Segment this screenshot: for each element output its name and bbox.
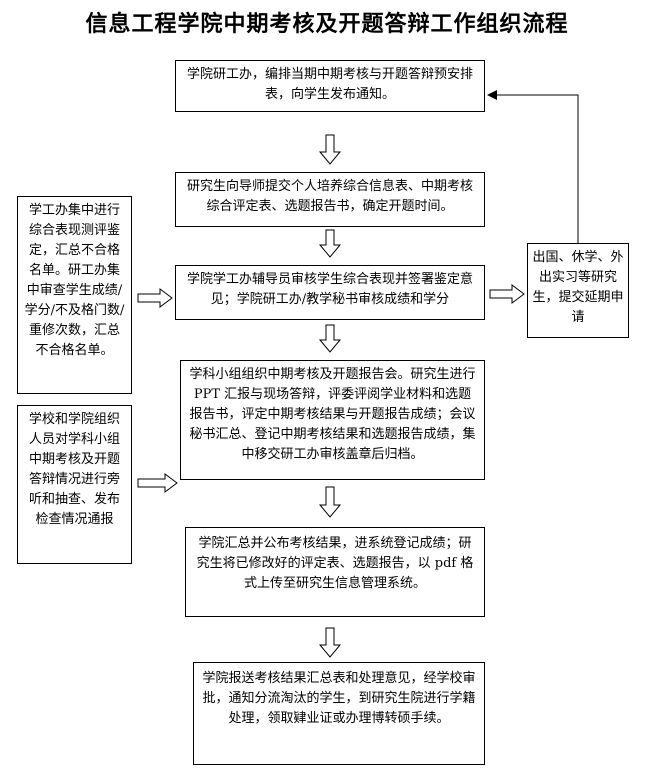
page-title: 信息工程学院中期考核及开题答辩工作组织流程 xyxy=(85,12,569,37)
step-text-1: 学院研工办，编排当期中期考核与开题答辩预安排表，向学生发布通知。 xyxy=(186,67,473,102)
side-text-left-1: 学工办集中进行综合表现测评鉴定，汇总不合格名单。研工办集中审查学生成绩/学分/不… xyxy=(24,203,125,358)
down-arrow-2 xyxy=(318,229,342,258)
step-text-2: 研究生向导师提交个人培养综合信息表、中期考核综合评定表、选题报告书，确定开题时间… xyxy=(186,179,473,214)
step-box-6: 学院报送考核结果汇总表和处理意见，经学校审批，通知分流淘汰的学生，到研究生院进行… xyxy=(193,662,485,765)
step-box-2: 研究生向导师提交个人培养综合信息表、中期考核综合评定表、选题报告书，确定开题时间… xyxy=(175,172,485,227)
step-box-4: 学科小组组织中期考核及开题报告会。研究生进行 PPT 汇报与现场答辩，评委评阅学… xyxy=(180,360,485,480)
down-arrow-1 xyxy=(318,134,342,165)
step-box-3: 学院学工办辅导员审核学生综合表现并签署鉴定意见；学院研工办/教学秘书审核成绩和学… xyxy=(175,265,485,320)
side-box-left-1: 学工办集中进行综合表现测评鉴定，汇总不合格名单。研工办集中审查学生成绩/学分/不… xyxy=(17,196,132,394)
step-box-1: 学院研工办，编排当期中期考核与开题答辩预安排表，向学生发布通知。 xyxy=(175,60,485,112)
down-arrow-3 xyxy=(318,324,342,353)
side-box-right: 出国、休学、外出实习等研究生，提交延期申请 xyxy=(527,243,629,338)
down-arrow-4 xyxy=(318,486,342,518)
step-text-3: 学院学工办辅导员审核学生综合表现并签署鉴定意见；学院研工办/教学秘书审核成绩和学… xyxy=(186,272,473,307)
step-text-4: 学科小组组织中期考核及开题报告会。研究生进行 PPT 汇报与现场答辩，评委评阅学… xyxy=(189,367,476,462)
down-arrow-5 xyxy=(318,627,342,658)
right-arrow-right xyxy=(489,284,525,304)
side-box-left-2: 学校和学院组织人员对学科小组中期考核及开题答辩情况进行旁听和抽查、发布检查情况通… xyxy=(17,405,132,564)
step-box-5: 学院汇总并公布考核结果，进系统登记成绩；研究生将已修改好的评定表、选题报告，以 … xyxy=(185,527,485,617)
right-arrow-left1 xyxy=(137,288,173,308)
right-arrow-left2 xyxy=(137,473,178,493)
step-text-6: 学院报送考核结果汇总表和处理意见，经学校审批，通知分流淘汰的学生，到研究生院进行… xyxy=(202,671,476,726)
feedback-line xyxy=(487,90,579,243)
step-text-5: 学院汇总并公布考核结果，进系统登记成绩；研究生将已修改好的评定表、选题报告，以 … xyxy=(196,536,474,591)
side-text-right: 出国、休学、外出实习等研究生，提交延期申请 xyxy=(532,250,624,325)
side-text-left-2: 学校和学院组织人员对学科小组中期考核及开题答辩情况进行旁听和抽查、发布检查情况通… xyxy=(28,412,120,527)
